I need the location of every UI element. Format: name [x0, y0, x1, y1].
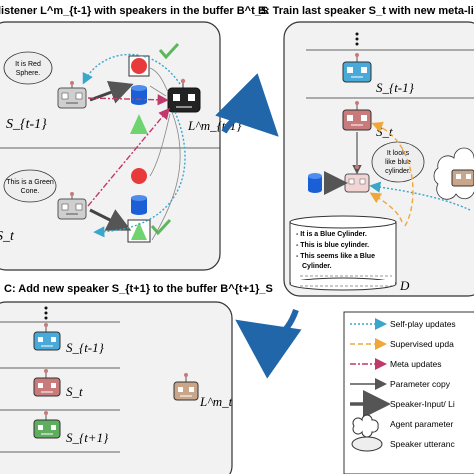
- meta-arrow-bottom: [87, 107, 170, 207]
- supervised-arrow-b-2: [371, 121, 414, 227]
- dataset-line-2: - This is blue cylinder.: [296, 242, 369, 249]
- green-cone-b: [131, 222, 147, 240]
- legend-label-6: Speaker utteranc: [390, 439, 455, 449]
- robot-green-c: [33, 411, 61, 439]
- robot-red-b: [342, 101, 372, 131]
- bubble-b-line-1: It looks: [387, 150, 410, 157]
- robot-tan-c: [173, 373, 199, 401]
- speech-bubble-bottom: [3, 169, 57, 203]
- label-prev-b: S_{t-1}: [376, 80, 415, 95]
- dataset-line-1: - It is a Blue Cylinder.: [296, 231, 367, 238]
- bubble-bottom-line-2: Cone.: [21, 188, 40, 195]
- panel-b: B: Train last speaker S_t with new meta-…: [258, 5, 474, 297]
- robot-gray-top: [57, 81, 87, 109]
- bubble-b-line-3: cylinder.: [385, 168, 411, 175]
- dataset-line-3: - This seems like a Blue: [296, 253, 375, 260]
- robot-tan-b: [451, 169, 474, 187]
- speech-bubble-top: [3, 51, 53, 85]
- dataset-line-4: Cylinder.: [302, 263, 332, 270]
- blue-cylinder-b: [131, 195, 147, 215]
- label-prev-c: S_{t-1}: [66, 340, 105, 355]
- panel-a: listener L^m_{t-1} with speakers in the …: [0, 5, 268, 271]
- self-play-arrow-top: [82, 53, 181, 85]
- red-sphere: [131, 58, 147, 74]
- legend-label-4: Speaker-Input/ Li: [390, 399, 455, 409]
- meta-arrow-top: [87, 94, 169, 106]
- bubble-bottom-line-1: This is a Green: [6, 179, 54, 186]
- bubble-b-line-2: like blue: [385, 159, 411, 166]
- legend-label-3: Parameter copy: [390, 379, 451, 389]
- bubble-top-line-2: Sphere.: [16, 70, 41, 77]
- dataset-label: D: [399, 278, 410, 293]
- listener-label-c: L^m_t: [199, 394, 233, 409]
- bubble-top-line-1: It is Red: [15, 61, 41, 68]
- label-curr-c: S_t: [66, 384, 83, 399]
- panel-b-title: B: Train last speaker S_t with new meta-…: [258, 5, 474, 17]
- green-cone-a: [130, 114, 148, 134]
- blue-cylinder-a: [131, 85, 147, 105]
- speaker-bottom-label: S_t: [0, 229, 15, 244]
- check-icon-bottom: [150, 218, 172, 236]
- legend-swatch-6: [351, 436, 383, 452]
- label-next-c: S_{t+1}: [66, 430, 109, 445]
- red-sphere-b: [131, 168, 147, 184]
- transition-arrow-a-to-b: [215, 73, 279, 137]
- robot-gray-bottom: [57, 192, 87, 220]
- self-play-arrow-bottom: [93, 111, 186, 238]
- robot-red-c: [33, 369, 61, 397]
- legend-swatch-5: [352, 414, 379, 438]
- blue-cylinder-b-panel: [308, 173, 322, 193]
- legend-label-0: Self-play updates: [390, 319, 456, 329]
- check-icon-top: [158, 42, 180, 60]
- robot-blue-c: [33, 323, 61, 351]
- panel-a-title: listener L^m_{t-1} with speakers in the …: [0, 5, 268, 17]
- legend-label-5: Agent parameter: [390, 419, 453, 429]
- robot-blue-b: [342, 53, 372, 83]
- transition-arrow-b-to-c: [235, 308, 302, 379]
- supervised-arrow-b: [369, 192, 403, 223]
- dataset-cylinder: [289, 215, 397, 291]
- speaker-input-arrow-bottom: [89, 208, 132, 231]
- robot-black-listener: [167, 78, 201, 113]
- legend-label-2: Meta updates: [390, 359, 442, 369]
- robot-pale-b: [344, 165, 370, 193]
- legend-label-1: Supervised upda: [390, 339, 454, 349]
- self-play-arrow-b: [369, 181, 471, 211]
- speaker-top-label: S_{t-1}: [6, 117, 47, 132]
- panel-c-title: C: Add new speaker S_{t+1} to the buffer…: [4, 283, 273, 295]
- panel-c: C: Add new speaker S_{t+1} to the buffer…: [0, 283, 273, 474]
